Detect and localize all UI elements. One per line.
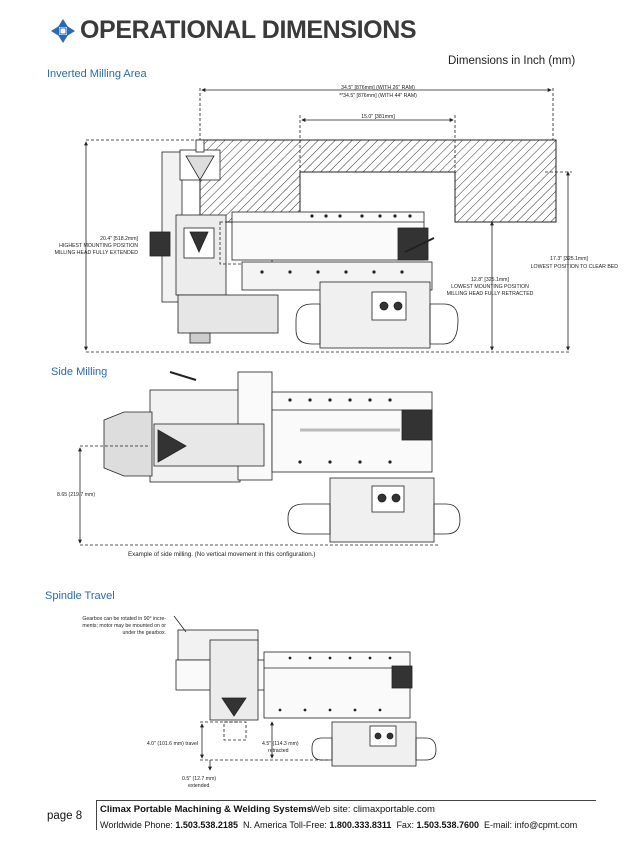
side-milling-caption: Example of side milling. (No vertical mo… [128, 551, 315, 558]
dim-right-value: 17.3" [325.1mm] [550, 256, 588, 262]
inverted-milling-drawing [84, 88, 572, 353]
side-milling-drawing [78, 371, 461, 546]
spindle-extended-dim: 0.5" (12.7 mm) [182, 776, 216, 782]
spindle-extended-label: extended [188, 783, 209, 789]
spindle-travel-dim: 4.0" (101.6 mm) travel [147, 741, 198, 747]
gearbox-note-1: Gearbox can be rotated in 90° incre- [82, 616, 166, 622]
footer-company: Climax Portable Machining & Welding Syst… [100, 804, 313, 815]
email-address: info@cpmt.com [514, 820, 578, 830]
footer-contacts: Worldwide Phone: 1.503.538.2185 N. Ameri… [100, 820, 577, 830]
section-title-side-milling: Side Milling [51, 366, 108, 378]
fax-number: 1.503.538.7600 [416, 820, 480, 830]
gearbox-note-2: ments; motor may be mounted on or [82, 623, 166, 629]
section-title-inverted-milling: Inverted Milling Area [47, 68, 147, 80]
climax-logo-icon [51, 19, 75, 43]
dim-right-label: LOWEST POSITION TO CLEAR BED [531, 264, 619, 270]
page-number: page 8 [47, 810, 83, 822]
footer-vertical-divider [96, 800, 97, 830]
dim-mid-value: 12.8" [325.1mm] [471, 277, 509, 283]
na-toll-free-label: N. America Toll-Free: [242, 820, 327, 830]
worldwide-phone-label: Worldwide Phone: [100, 820, 173, 830]
footer-divider [96, 800, 596, 801]
fax-label: Fax: [396, 820, 414, 830]
spindle-retracted-label: retracted [268, 748, 289, 754]
spindle-retracted-dim: 4.5" (114.3 mm) [262, 741, 299, 747]
dim-width-26-ram: 34.5" [876mm] (WITH 26" RAM) [341, 85, 415, 91]
side-milling-dim: 8.65 (219.7 mm) [57, 492, 95, 498]
email-label: E-mail: [484, 820, 513, 830]
na-toll-free: 1.800.333.8311 [329, 820, 392, 830]
page-title: OPERATIONAL DIMENSIONS [80, 16, 417, 44]
section-title-spindle-travel: Spindle Travel [45, 590, 115, 602]
spindle-travel-drawing [173, 615, 437, 771]
footer-website: Web site: climaxportable.com [311, 804, 435, 815]
dim-left-label-1: HIGHEST MOUNTING POSITION [59, 243, 138, 249]
dim-mid-label-2: MILLING HEAD FULLY RETRACTED [447, 291, 534, 297]
worldwide-phone: 1.503.538.2185 [175, 820, 238, 830]
units-note: Dimensions in Inch (mm) [448, 55, 576, 67]
dim-left-label-2: MILLING HEAD FULLY EXTENDED [55, 250, 139, 256]
dim-15: 15.0" [381mm] [361, 114, 395, 120]
dim-left-value: 20.4" [518.2mm] [100, 236, 138, 242]
dim-width-44-ram: **34.5" [876mm] (WITH 44" RAM) [339, 93, 417, 99]
gearbox-note-3: under the gearbox. [122, 630, 166, 636]
dim-mid-label-1: LOWEST MOUNTING POSITION [451, 284, 529, 290]
